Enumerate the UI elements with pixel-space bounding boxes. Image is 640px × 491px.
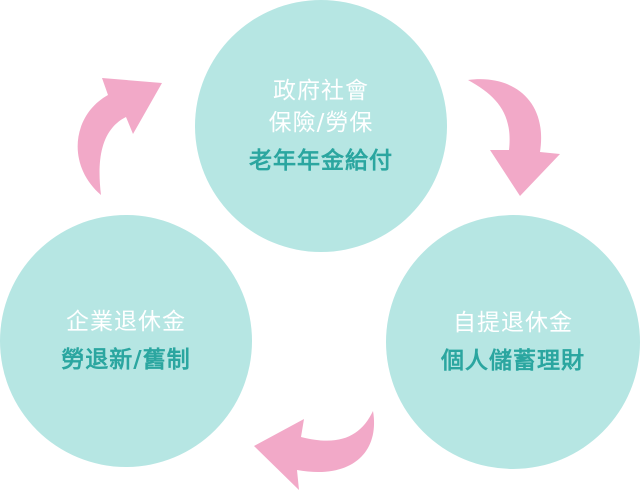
node-government-social-insurance: 政府社會 保險/勞保 老年年金給付 [195, 0, 447, 252]
node-enterprise-pension: 企業退休金 勞退新/舊制 [0, 215, 252, 467]
node-right-line1: 自提退休金 [453, 310, 573, 336]
node-left-line1: 企業退休金 [66, 309, 186, 335]
node-self-contribution-pension: 自提退休金 個人儲蓄理財 [386, 215, 640, 469]
curved-arrow-down-right-icon [468, 79, 560, 196]
node-top-accent: 老年年金給付 [249, 148, 393, 174]
curved-arrow-left-icon [254, 411, 375, 490]
node-top-line2: 保險/勞保 [268, 110, 374, 136]
node-right-accent: 個人儲蓄理財 [441, 348, 585, 374]
node-top-line1: 政府社會 [273, 78, 369, 104]
curved-arrow-up-right-icon [77, 78, 162, 195]
node-left-accent: 勞退新/舊制 [61, 347, 191, 373]
